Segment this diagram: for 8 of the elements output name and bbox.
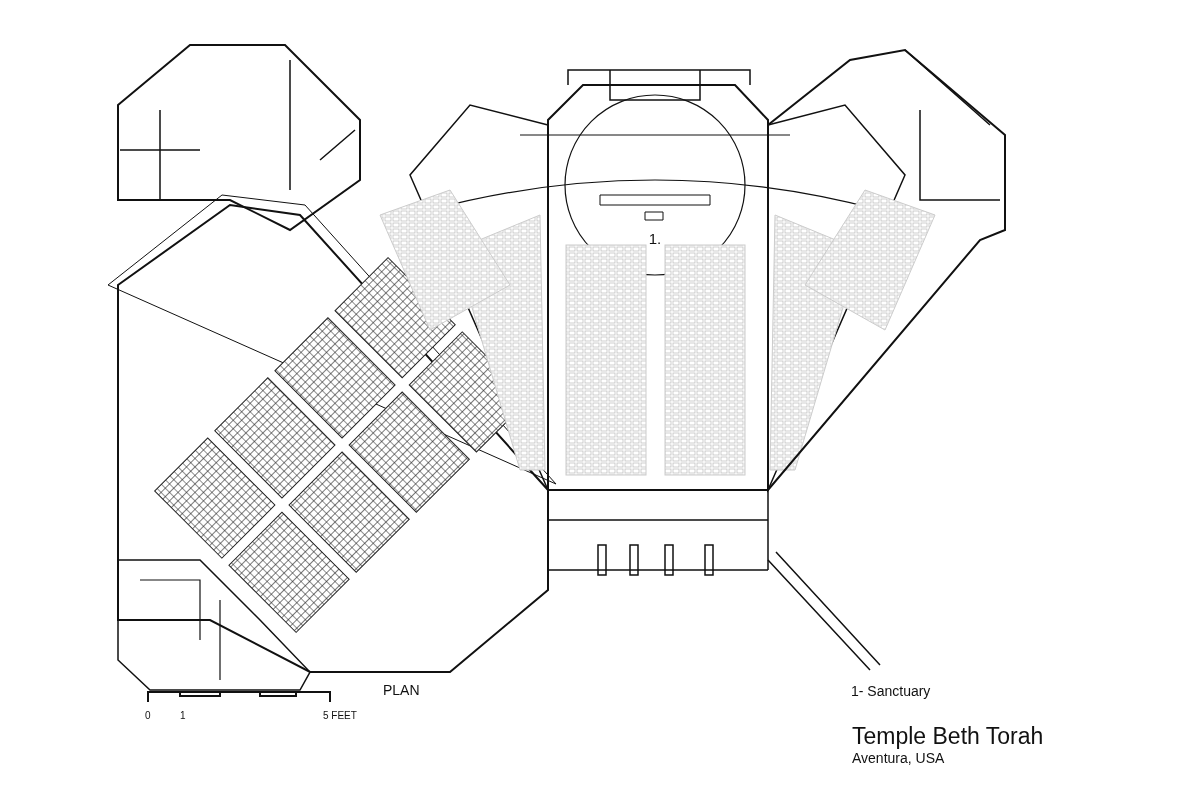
scale-number: 1: [180, 711, 186, 721]
scale-unit: 5 FEET: [323, 711, 357, 721]
plan-label: PLAN: [383, 683, 420, 697]
drawing-title: Temple Beth Torah: [852, 725, 1044, 748]
location-text: Aventura, USA: [852, 751, 945, 765]
room-legend: 1- Sanctuary: [851, 684, 931, 698]
room-number: 1.: [648, 231, 662, 246]
scale-number: 0: [145, 711, 151, 721]
